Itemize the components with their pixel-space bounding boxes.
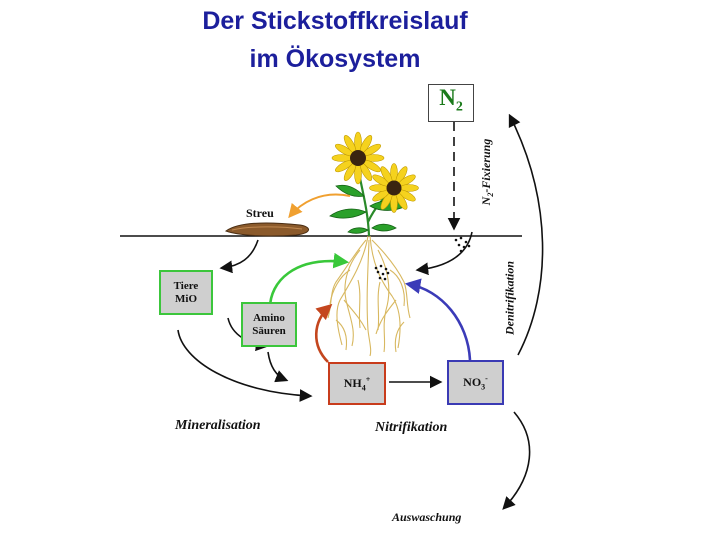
- amino-label: Amino: [253, 312, 285, 325]
- fixierung-text: -Fixierung: [479, 139, 493, 193]
- no3-subscript: 3: [481, 382, 485, 391]
- arrow-litter-to-organisms: [222, 240, 258, 268]
- label-auswaschung: Auswaschung: [392, 510, 461, 525]
- arrow-amino-to-nh4: [268, 352, 286, 380]
- no3-text: NO: [463, 375, 481, 389]
- box-no3: NO3-: [447, 360, 504, 405]
- tiere-label: Tiere: [174, 280, 199, 293]
- nh4-text: NH: [344, 376, 362, 390]
- arrow-leaching: [504, 412, 530, 508]
- no3-superscript: -: [485, 374, 488, 383]
- n2-subscript: 2: [456, 100, 463, 115]
- arrow-nh4-to-plant: [316, 306, 330, 362]
- plant-sunflower: [330, 132, 419, 236]
- label-nitrifikation: Nitrifikation: [375, 420, 447, 436]
- nh4-subscript: 4: [362, 383, 366, 392]
- saeuren-label: Säuren: [252, 325, 285, 338]
- fixierung-subscript: 2: [486, 193, 495, 197]
- fixierung-n: N: [479, 197, 493, 206]
- label-mineralisation: Mineralisation: [175, 418, 261, 434]
- box-n2: N2: [428, 84, 474, 122]
- nh4-superscript: +: [366, 375, 371, 384]
- box-amino-saeuren: Amino Säuren: [241, 302, 297, 347]
- label-n2-fixierung: N2-Fixierung: [479, 139, 495, 206]
- box-tiere-mio: Tiere MiO: [159, 270, 213, 315]
- label-denitrifikation: Denitrifikation: [503, 261, 518, 335]
- litter-pile: [226, 223, 309, 236]
- arrow-no3-to-plant: [408, 284, 470, 360]
- arrow-fixation-to-roots: [418, 232, 472, 270]
- box-nh4: NH4+: [328, 362, 386, 405]
- label-streu: Streu: [246, 206, 274, 221]
- n2-text: N: [439, 85, 456, 110]
- mio-label: MiO: [175, 293, 197, 306]
- plant-roots: [328, 236, 410, 356]
